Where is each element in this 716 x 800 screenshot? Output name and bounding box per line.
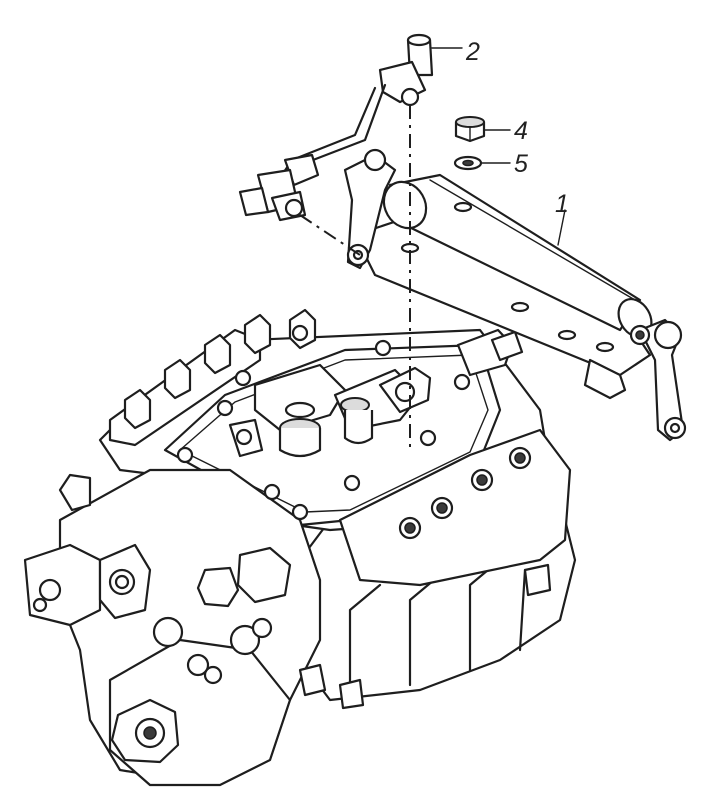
plate-studs	[176, 324, 471, 521]
side-ports	[398, 446, 532, 540]
top-linkage	[228, 328, 524, 458]
callout-5: 5	[514, 150, 528, 178]
callout-4: 4	[514, 117, 528, 145]
part-2-fuel-pipe	[238, 33, 434, 222]
callout-2: 2	[465, 38, 480, 66]
part-1-lever-bracket	[343, 148, 687, 442]
assembly-center-lines	[299, 105, 411, 450]
part-5-washer	[453, 155, 483, 171]
callout-labels: 1 2 4 5	[465, 38, 569, 218]
callout-1: 1	[555, 190, 569, 218]
part-4-nut	[454, 115, 486, 143]
leader-lines	[431, 47, 566, 246]
